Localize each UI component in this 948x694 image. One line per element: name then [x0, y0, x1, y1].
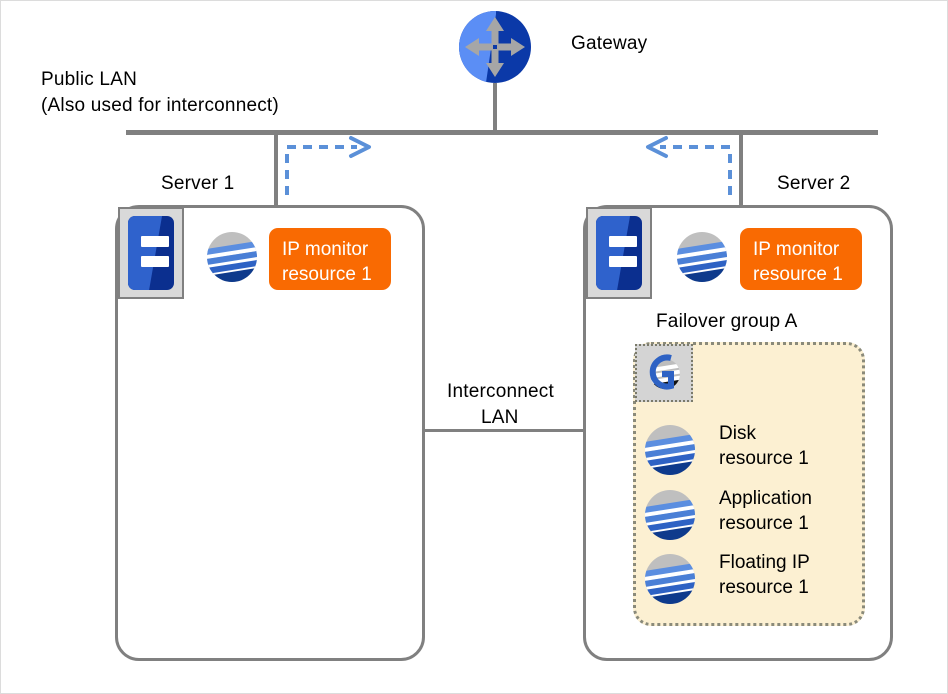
server2-ip-monitor-line2: resource 1	[753, 264, 843, 285]
server1-screen-bar-1	[141, 236, 169, 247]
interconnect-lan-label-line1: Interconnect	[447, 381, 554, 402]
failover-group-g-icon	[635, 344, 693, 402]
application-resource-line1: Application	[719, 488, 812, 509]
interconnect-lan-label-line2: LAN	[481, 407, 519, 428]
public-lan-label-line2: (Also used for interconnect)	[41, 95, 279, 116]
monitor-arrow-server2	[646, 136, 732, 195]
disk-resource-label: Disk resource 1	[719, 421, 809, 471]
application-resource-line2: resource 1	[719, 513, 809, 534]
server2-screen-bar-2	[609, 256, 637, 267]
floating-ip-resource-line1: Floating IP	[719, 552, 810, 573]
disk-resource-line1: Disk	[719, 423, 756, 444]
failover-group-label: Failover group A	[656, 311, 798, 332]
server2-label: Server 2	[777, 173, 851, 194]
router-icon	[459, 11, 531, 83]
application-resource-sphere-icon	[645, 490, 695, 540]
floating-ip-resource-line2: resource 1	[719, 577, 809, 598]
public-lan-bus	[126, 130, 878, 135]
server2-screen-bar-1	[609, 236, 637, 247]
server2-computer-icon	[586, 207, 652, 299]
gateway-label: Gateway	[571, 33, 648, 54]
server1-label: Server 1	[161, 173, 235, 194]
floating-ip-resource-label: Floating IP resource 1	[719, 550, 810, 600]
server2-screen	[596, 216, 642, 290]
server1-ip-monitor-line2: resource 1	[282, 264, 372, 285]
server1-ip-monitor-resource[interactable]: IP monitor resource 1	[269, 228, 391, 290]
interconnect-lan-line	[424, 429, 585, 432]
monitor-arrow-server1	[285, 136, 371, 195]
server2-ip-monitor-sphere-icon	[677, 232, 727, 282]
server2-ip-monitor-resource[interactable]: IP monitor resource 1	[740, 228, 862, 290]
server2-lan-drop-line	[739, 131, 743, 209]
gateway-drop-line	[493, 83, 497, 133]
disk-resource-line2: resource 1	[719, 448, 809, 469]
server1-screen-bar-2	[141, 256, 169, 267]
public-lan-label-line1: Public LAN	[41, 69, 137, 90]
disk-resource-sphere-icon	[645, 425, 695, 475]
server1-computer-icon	[118, 207, 184, 299]
server1-lan-drop-line	[274, 131, 278, 209]
server2-ip-monitor-line1: IP monitor	[753, 239, 840, 260]
floating-ip-resource-sphere-icon	[645, 554, 695, 604]
application-resource-label: Application resource 1	[719, 486, 812, 536]
server1-screen	[128, 216, 174, 290]
server1-ip-monitor-sphere-icon	[207, 232, 257, 282]
server1-ip-monitor-line1: IP monitor	[282, 239, 369, 260]
